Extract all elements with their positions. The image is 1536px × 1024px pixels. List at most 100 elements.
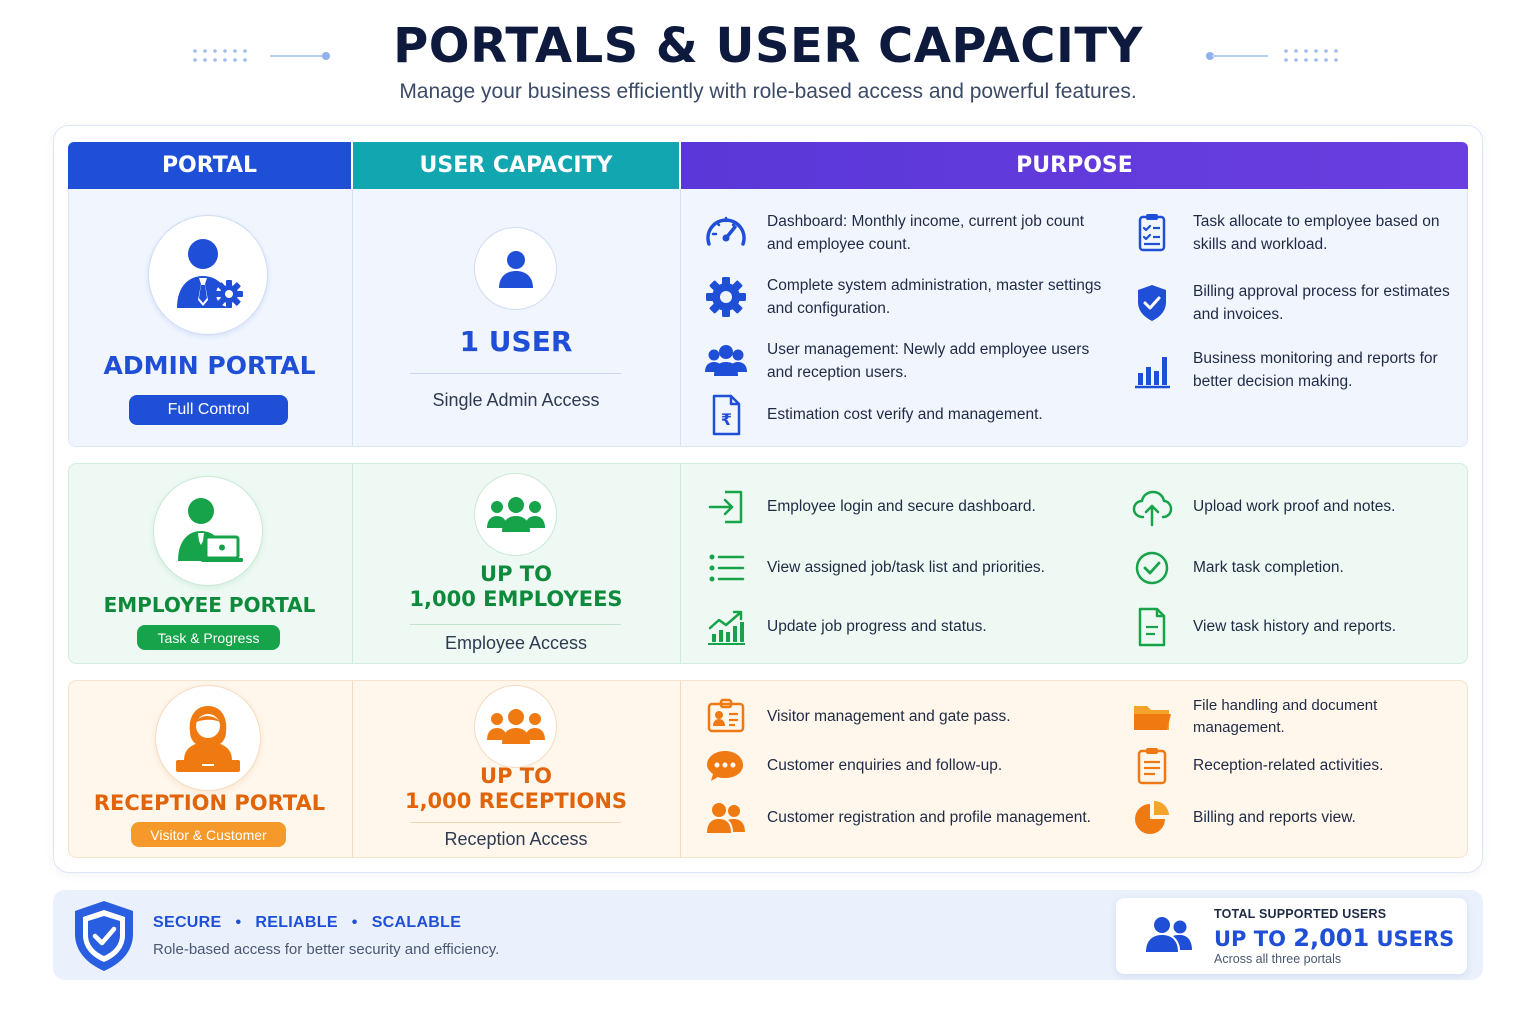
- employee-feature-completion: Mark task completion.: [1129, 545, 1459, 591]
- employee-feature-progress: Update job progress and status.: [703, 604, 1103, 650]
- bar-chart-icon: [1135, 357, 1170, 389]
- page-subtitle: Manage your business efficiently with ro…: [399, 80, 1137, 103]
- pie-chart-icon: [1135, 800, 1169, 834]
- admin-gear-icon: [177, 239, 243, 308]
- column-header-user-capacity: USER CAPACITY: [353, 142, 679, 189]
- reception-feature-file-handling-text: File handling and document management.: [1193, 696, 1378, 737]
- group-users-icon: [486, 496, 545, 532]
- reception-portal-title: RECEPTION PORTAL: [93, 791, 326, 815]
- reception-feature-activities: Reception-related activities.: [1129, 743, 1459, 789]
- admin-feature-billing-approval: Billing approval process for estimates a…: [1129, 280, 1459, 327]
- badge-secure: SECURE: [153, 914, 222, 931]
- id-badge-icon: [707, 698, 745, 733]
- employee-capacity-avatar: [474, 473, 557, 556]
- admin-capacity-avatar: [474, 227, 557, 310]
- admin-portal-title: ADMIN PORTAL: [103, 351, 316, 380]
- employee-portal-row: [68, 463, 1468, 664]
- admin-capacity-value: 1 USER: [459, 325, 573, 358]
- customers-icon: [707, 803, 745, 833]
- folder-icon: [1134, 706, 1171, 730]
- total-users-value: UP TO 2,001 USERS: [1214, 924, 1454, 952]
- document-icon: [1138, 607, 1166, 647]
- reception-avatar: [155, 685, 261, 791]
- admin-feature-dashboard: Dashboard: Monthly income, current job c…: [703, 210, 1103, 257]
- badge-separator: •: [351, 914, 358, 931]
- admin-feature-billing-approval-text: Billing approval process for estimates a…: [1193, 283, 1450, 324]
- admin-capacity-divider: [410, 373, 621, 374]
- footer-badges: SECURE • RELIABLE • SCALABLE: [153, 914, 461, 932]
- admin-feature-business-monitoring-text: Business monitoring and reports for bett…: [1193, 350, 1438, 391]
- admin-feature-task-allocation: Task allocate to employee based on skill…: [1129, 210, 1459, 257]
- shield-check-icon: [1138, 285, 1166, 322]
- employee-feature-history-text: View task history and reports.: [1193, 618, 1397, 636]
- total-users-label: TOTAL SUPPORTED USERS: [1214, 907, 1387, 921]
- admin-feature-dashboard-text: Dashboard: Monthly income, current job c…: [767, 213, 1085, 254]
- employee-feature-login-text: Employee login and secure dashboard.: [767, 498, 1036, 516]
- decorative-line-left: [270, 55, 325, 57]
- employee-capacity-divider: [410, 624, 621, 625]
- total-users-icon: [1146, 917, 1192, 952]
- gear-icon: [706, 277, 746, 318]
- checklist-icon: [1138, 214, 1166, 252]
- total-users-suffix: USERS: [1369, 927, 1455, 951]
- total-users-prefix: UP TO: [1214, 927, 1294, 951]
- reception-feature-registration: Customer registration and profile manage…: [703, 795, 1103, 841]
- employee-feature-completion-text: Mark task completion.: [1193, 559, 1344, 577]
- security-shield-icon: [75, 901, 133, 971]
- employee-feature-upload: Upload work proof and notes.: [1129, 484, 1459, 530]
- badge-reliable: RELIABLE: [255, 914, 338, 931]
- employee-avatar: [153, 476, 263, 586]
- reception-feature-billing: Billing and reports view.: [1129, 795, 1459, 841]
- column-header-portal: PORTAL: [68, 142, 351, 189]
- total-users-number: 2,001: [1293, 924, 1370, 952]
- reception-portal-tag: Visitor & Customer: [131, 822, 286, 847]
- decorative-knob-right: [1206, 52, 1214, 60]
- list-icon: [709, 554, 745, 582]
- receptionist-icon: [176, 706, 240, 772]
- admin-capacity-note: Single Admin Access: [432, 390, 600, 410]
- group-receptions-icon: [486, 708, 545, 744]
- employee-feature-login: Employee login and secure dashboard.: [703, 484, 1103, 530]
- decorative-line-right: [1212, 55, 1268, 57]
- reception-feature-activities-text: Reception-related activities.: [1193, 757, 1384, 775]
- employee-feature-task-list: View assigned job/task list and prioriti…: [703, 545, 1103, 591]
- reception-feature-enquiries: Customer enquiries and follow-up.: [703, 743, 1103, 789]
- check-circle-icon: [1135, 551, 1169, 585]
- admin-avatar: [148, 215, 268, 335]
- reception-capacity-count: 1,000 RECEPTIONS: [404, 789, 628, 814]
- employee-capacity-prefix: UP TO: [480, 562, 552, 586]
- progress-chart-icon: [708, 610, 745, 645]
- reception-feature-file-handling: File handling and document management.: [1129, 694, 1464, 740]
- badge-separator: •: [235, 914, 242, 931]
- admin-feature-user-management-text: User management: Newly add employee user…: [767, 341, 1090, 382]
- decorative-dots-right: [1284, 49, 1338, 62]
- decorative-knob-left: [322, 52, 330, 60]
- speedometer-icon: [706, 217, 746, 246]
- rupee-document-icon: ₹: [712, 394, 741, 436]
- svg-text:₹: ₹: [721, 410, 732, 429]
- reception-feature-registration-text: Customer registration and profile manage…: [767, 809, 1091, 827]
- reception-capacity-avatar: [474, 685, 557, 768]
- column-header-purpose: PURPOSE: [681, 142, 1468, 189]
- admin-feature-task-allocation-text: Task allocate to employee based on skill…: [1193, 213, 1440, 254]
- reception-feature-visitor-text: Visitor management and gate pass.: [767, 708, 1011, 726]
- employee-capacity-count: 1,000 EMPLOYEES: [409, 587, 623, 612]
- employee-feature-progress-text: Update job progress and status.: [767, 618, 987, 636]
- admin-feature-administration: Complete system administration, master s…: [703, 274, 1103, 321]
- employee-capacity-value: UP TO 1,000 EMPLOYEES: [353, 562, 679, 612]
- reception-feature-enquiries-text: Customer enquiries and follow-up.: [767, 757, 1003, 775]
- employee-laptop-icon: [178, 498, 243, 562]
- reception-portal-row: [68, 680, 1468, 858]
- reception-feature-visitor: Visitor management and gate pass.: [703, 694, 1103, 740]
- admin-feature-user-management: User management: Newly add employee user…: [703, 338, 1103, 385]
- employee-feature-task-list-text: View assigned job/task list and prioriti…: [767, 559, 1045, 577]
- single-user-icon: [498, 250, 533, 288]
- chat-bubbles-icon: [707, 751, 743, 781]
- cloud-upload-icon: [1132, 490, 1173, 527]
- footer-subtitle: Role-based access for better security an…: [153, 941, 500, 958]
- admin-portal-row: [68, 189, 1468, 447]
- login-icon: [708, 490, 743, 524]
- employee-feature-upload-text: Upload work proof and notes.: [1193, 498, 1396, 516]
- total-users-sub: Across all three portals: [1214, 952, 1342, 966]
- employee-portal-title: EMPLOYEE PORTAL: [103, 593, 316, 617]
